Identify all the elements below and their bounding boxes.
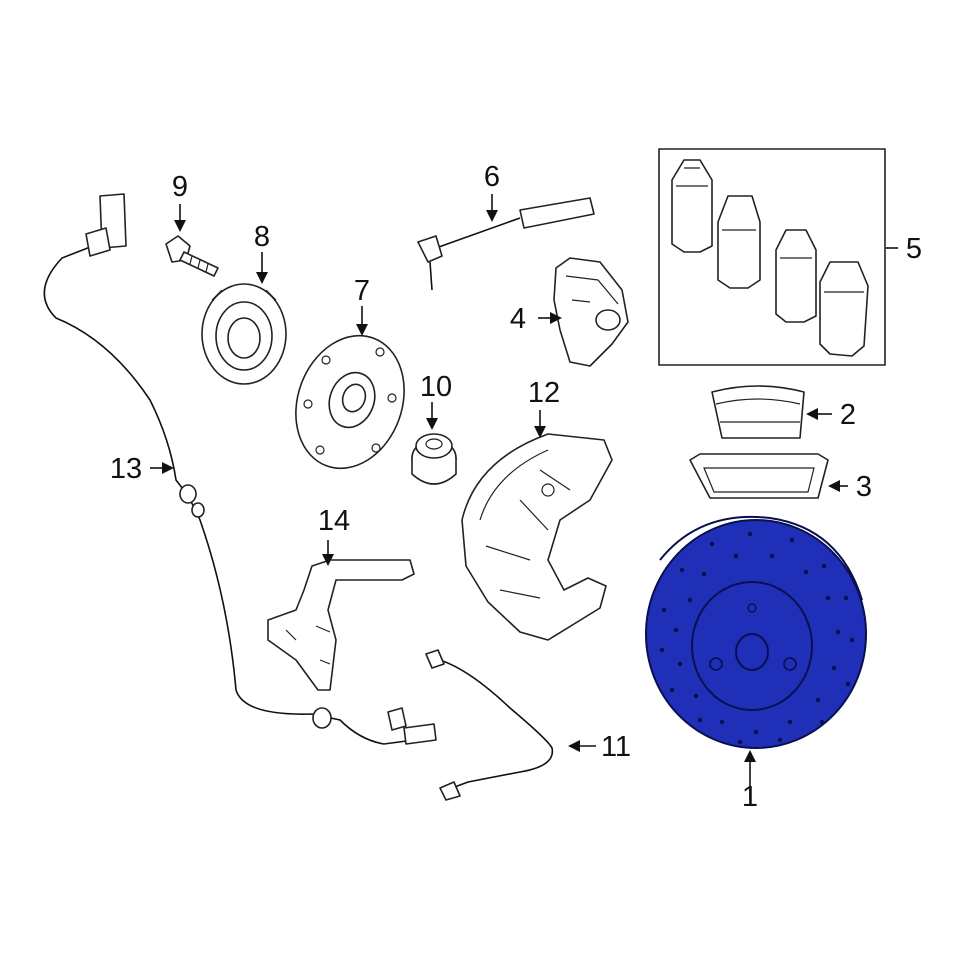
brake-rotor[interactable] — [645, 515, 867, 749]
brake-pad-set[interactable] — [658, 148, 886, 366]
brake-caliper[interactable] — [553, 257, 629, 367]
callout-6: 6 — [484, 161, 500, 193]
wear-sensor-cable[interactable] — [425, 649, 554, 801]
callout-1: 1 — [742, 781, 758, 813]
callout-9: 9 — [172, 171, 188, 203]
callout-10: 10 — [420, 371, 452, 403]
callout-2: 2 — [840, 399, 856, 431]
callout-3: 3 — [856, 471, 872, 503]
callout-14: 14 — [318, 505, 350, 537]
abs-sensor-cable[interactable] — [43, 193, 437, 745]
callout-12: 12 — [528, 377, 560, 409]
callout-5: 5 — [906, 233, 922, 265]
leader-lines — [150, 194, 898, 800]
hub-bolt[interactable] — [165, 235, 219, 277]
callout-7: 7 — [354, 275, 370, 307]
pad-retaining-clip[interactable] — [689, 453, 829, 499]
mounting-bracket[interactable] — [267, 559, 415, 691]
callout-8: 8 — [254, 221, 270, 253]
pad-wear-sensor[interactable] — [417, 197, 595, 291]
callout-4: 4 — [510, 303, 526, 335]
wheel-bearing[interactable] — [201, 283, 287, 385]
wheel-hub[interactable] — [278, 320, 422, 483]
bushing[interactable] — [411, 433, 457, 485]
callout-11: 11 — [601, 731, 631, 763]
splash-shield[interactable] — [461, 433, 613, 641]
callout-13: 13 — [110, 453, 142, 485]
brake-pad-sensor-cover[interactable] — [711, 385, 805, 439]
